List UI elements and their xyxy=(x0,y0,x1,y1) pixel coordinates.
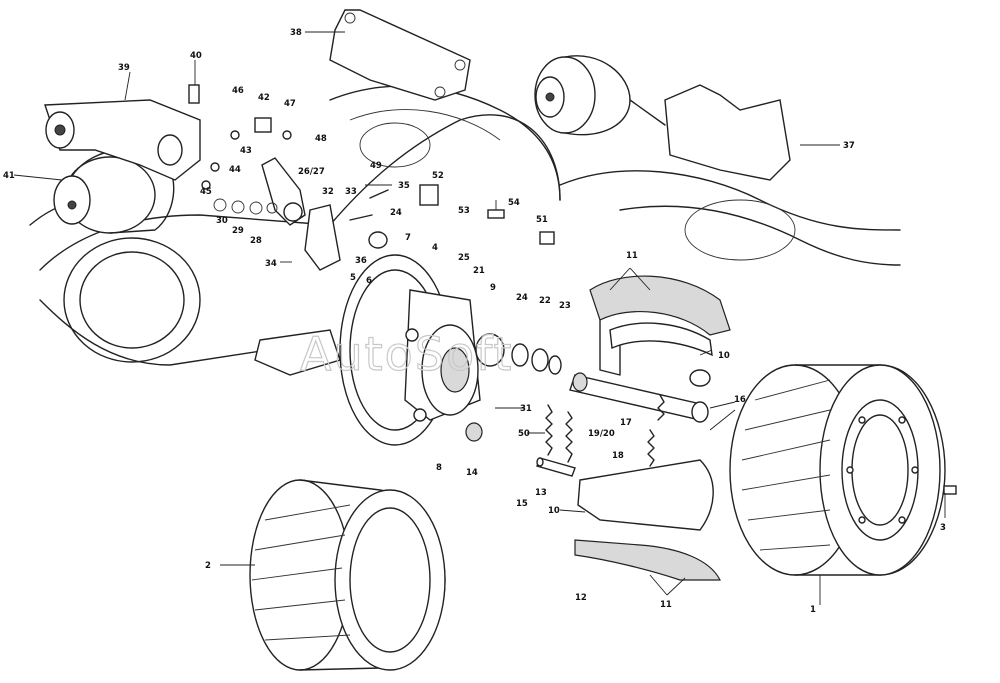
drum-2-fins xyxy=(251,504,351,641)
pin-13 xyxy=(536,457,576,477)
drum-1-fins xyxy=(741,379,831,551)
brake-chamber-left xyxy=(53,148,175,234)
label-45: 45 xyxy=(200,187,212,197)
upper-brake-shoe xyxy=(589,275,731,387)
label-38: 38 xyxy=(290,28,302,38)
label-4: 4 xyxy=(432,243,438,253)
backing-plate xyxy=(339,254,481,446)
bolt-3 xyxy=(943,485,957,495)
label-5: 5 xyxy=(350,273,356,283)
label-18: 18 xyxy=(612,451,624,461)
label-44: 44 xyxy=(229,165,241,175)
label-29: 29 xyxy=(232,226,244,236)
label-24-right: 24 xyxy=(516,293,528,303)
label-32: 32 xyxy=(322,187,334,197)
label-11-upper: 11 xyxy=(626,251,638,261)
brake-drum-1 xyxy=(729,364,946,576)
label-48: 48 xyxy=(315,134,327,144)
label-34: 34 xyxy=(265,259,277,269)
label-53: 53 xyxy=(458,206,470,216)
axle-housing xyxy=(29,85,901,366)
label-14: 14 xyxy=(466,468,478,478)
label-47: 47 xyxy=(284,99,296,109)
lower-brake-shoe xyxy=(574,459,721,581)
label-33: 33 xyxy=(345,187,357,197)
leader-lines xyxy=(13,31,946,605)
label-10-upper: 10 xyxy=(718,351,730,361)
label-17: 17 xyxy=(620,418,632,428)
slack-adjuster xyxy=(261,157,439,277)
label-46: 46 xyxy=(232,86,244,96)
label-25: 25 xyxy=(458,253,470,263)
label-41: 41 xyxy=(3,171,15,181)
label-13: 13 xyxy=(535,488,547,498)
label-37: 37 xyxy=(843,141,855,151)
label-3: 3 xyxy=(940,523,946,533)
label-9: 9 xyxy=(490,283,496,293)
label-15: 15 xyxy=(516,499,528,509)
label-40: 40 xyxy=(190,51,202,61)
bracket-39 xyxy=(44,99,201,181)
brake-drum-2 xyxy=(249,479,446,671)
label-11-lower: 11 xyxy=(660,600,672,610)
label-52: 52 xyxy=(432,171,444,181)
label-36: 36 xyxy=(355,256,367,266)
label-28: 28 xyxy=(250,236,262,246)
label-12: 12 xyxy=(575,593,587,603)
label-26-27: 26/27 xyxy=(298,167,325,177)
label-10-lower: 10 xyxy=(548,506,560,516)
label-22: 22 xyxy=(539,296,551,306)
label-23: 23 xyxy=(559,301,571,311)
label-39: 39 xyxy=(118,63,130,73)
springs xyxy=(545,394,665,467)
label-30: 30 xyxy=(216,216,228,226)
label-50: 50 xyxy=(518,429,530,439)
camshaft xyxy=(569,372,709,423)
label-24-left: 24 xyxy=(390,208,402,218)
label-19-20: 19/20 xyxy=(588,429,615,439)
label-8: 8 xyxy=(436,463,442,473)
spider-arm xyxy=(254,329,341,376)
label-51: 51 xyxy=(536,215,548,225)
label-16: 16 xyxy=(734,395,746,405)
label-54: 54 xyxy=(508,198,520,208)
label-35: 35 xyxy=(398,181,410,191)
label-43: 43 xyxy=(240,146,252,156)
label-42: 42 xyxy=(258,93,270,103)
label-49: 49 xyxy=(370,161,382,171)
bracket-38 xyxy=(329,9,471,101)
roller-14 xyxy=(465,422,483,442)
label-21: 21 xyxy=(473,266,485,276)
label-1: 1 xyxy=(810,605,816,615)
label-2: 2 xyxy=(205,561,211,571)
label-6: 6 xyxy=(366,276,372,286)
part-labels: 1 2 3 4 5 6 7 8 9 10 10 11 11 12 13 14 1… xyxy=(3,28,946,615)
fasteners xyxy=(188,84,555,245)
brake-chamber-right xyxy=(534,55,791,181)
watermark: AutoSoft xyxy=(300,327,514,381)
label-7: 7 xyxy=(405,233,411,243)
bushings xyxy=(475,333,562,375)
label-31: 31 xyxy=(520,404,532,414)
